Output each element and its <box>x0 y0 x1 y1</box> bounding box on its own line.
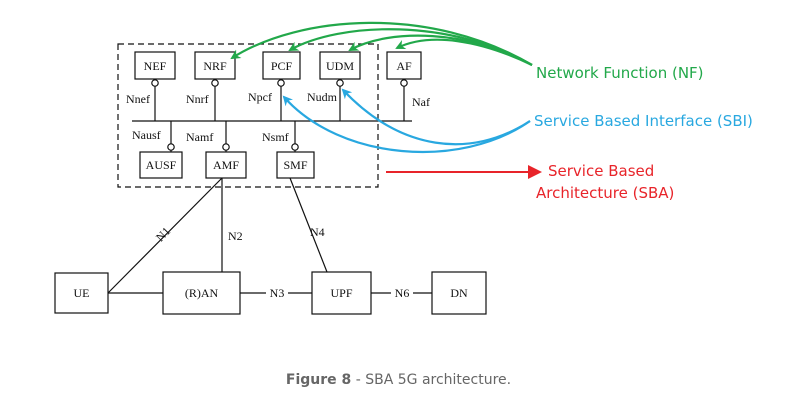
caption-text: - SBA 5G architecture. <box>351 372 512 388</box>
caption-figure-number: Figure 8 <box>285 372 352 388</box>
annotation-sbi: Service Based Interface (SBI) <box>534 112 753 130</box>
label-nsmf: Nsmf <box>262 130 289 144</box>
node-ran-label: (R)AN <box>185 286 219 300</box>
node-ue: UE <box>54 272 109 314</box>
nf-pointer-arrows <box>230 21 533 66</box>
annotation-sba-line1: Service Based <box>548 162 654 180</box>
nf-amf: AMF <box>205 151 247 179</box>
node-ue-label: UE <box>74 286 90 300</box>
nf-af: AF <box>386 51 422 80</box>
annotation-nf: Network Function (NF) <box>536 64 704 82</box>
bottom-interface-stubs <box>167 121 299 152</box>
label-naf: Naf <box>412 95 430 109</box>
label-n2: N2 <box>228 229 243 243</box>
label-n4: N4 <box>310 225 325 239</box>
sba-boundary <box>117 43 379 188</box>
nf-ausf: AUSF <box>139 151 183 179</box>
figure-caption: Figure 8 - SBA 5G architecture. <box>0 372 797 388</box>
node-upf: UPF <box>311 271 372 315</box>
nf-udm: UDM <box>319 51 361 80</box>
n6-label-bg <box>391 285 413 299</box>
label-namf: Namf <box>186 130 213 144</box>
label-nausf: Nausf <box>132 128 161 142</box>
nf-amf-label: AMF <box>213 158 239 172</box>
label-nudm: Nudm <box>307 90 338 104</box>
label-nnrf: Nnrf <box>186 92 209 106</box>
sbi-pointer-arrows <box>282 88 531 153</box>
nf-udm-label: UDM <box>326 59 354 73</box>
node-upf-label: UPF <box>330 286 352 300</box>
label-nnef: Nnef <box>126 92 150 106</box>
node-ran: (R)AN <box>162 271 241 315</box>
nf-af-label: AF <box>396 59 412 73</box>
nf-smf-label: SMF <box>283 158 307 172</box>
top-interface-stubs <box>151 79 408 121</box>
nf-ausf-label: AUSF <box>146 158 177 172</box>
label-n3: N3 <box>270 286 285 300</box>
label-n6: N6 <box>395 286 410 300</box>
n3-label-bg <box>266 285 288 299</box>
nf-nrf: NRF <box>194 51 236 80</box>
label-n1: N1 <box>153 224 173 244</box>
annotation-sba-line2: Architecture (SBA) <box>536 184 674 202</box>
nf-nrf-label: NRF <box>203 59 227 73</box>
label-npcf: Npcf <box>248 90 272 104</box>
nf-pcf: PCF <box>262 51 301 80</box>
nf-smf: SMF <box>276 151 315 179</box>
nf-pcf-label: PCF <box>271 59 293 73</box>
nf-nef-label: NEF <box>144 59 167 73</box>
node-dn-label: DN <box>450 286 468 300</box>
node-dn: DN <box>431 271 487 315</box>
nf-nef: NEF <box>134 51 176 80</box>
